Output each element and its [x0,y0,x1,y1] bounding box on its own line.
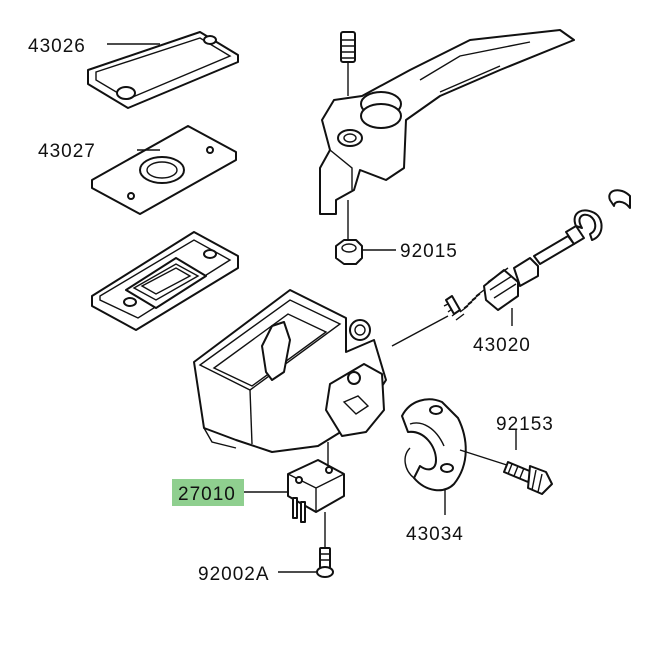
label-43026[interactable]: 43026 [28,36,86,57]
label-43034[interactable]: 43034 [406,524,464,545]
master-cylinder-body [193,289,387,453]
dust-boot [608,189,631,209]
brake-light-switch [287,442,345,523]
label-92002A[interactable]: 92002A [198,564,270,585]
svg-text:92015: 92015 [400,241,458,262]
highlight-box [172,479,244,506]
svg-text:92153: 92153 [496,414,554,435]
svg-text:43034: 43034 [406,524,464,545]
holder-clamp [401,398,467,492]
label-92015[interactable]: 92015 [400,241,458,262]
clamp-bolt [459,449,553,495]
label-43027[interactable]: 43027 [38,141,96,162]
snap-ring [573,209,603,241]
piston-assembly [391,225,585,347]
svg-text:43026: 43026 [28,36,86,57]
rubber-diaphragm [91,231,239,331]
svg-text:92002A: 92002A [198,564,270,585]
pivot-nut [335,200,363,265]
svg-text:43020: 43020 [473,335,531,356]
reservoir-cap [87,31,239,109]
label-27010[interactable]: 27010 [172,479,244,506]
svg-text:43027: 43027 [38,141,96,162]
brake-lever [319,29,575,215]
switch-screw [316,512,334,578]
diaphragm-plate [91,125,237,215]
label-92153[interactable]: 92153 [496,414,554,435]
label-43020[interactable]: 43020 [473,335,531,356]
pivot-screw [340,31,356,96]
svg-text:27010: 27010 [178,484,236,505]
